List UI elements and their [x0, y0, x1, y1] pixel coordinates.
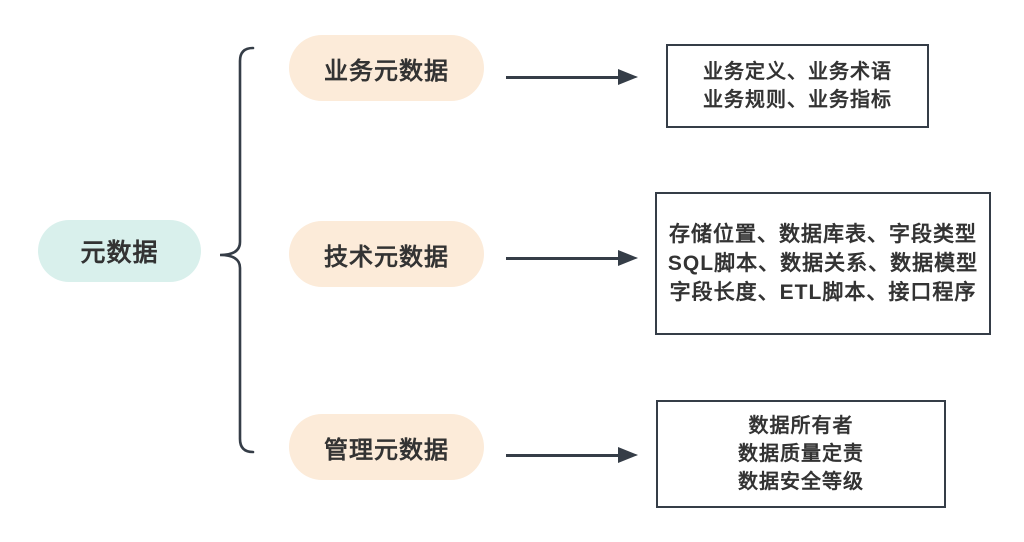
detail-line: 业务规则、业务指标 [703, 89, 892, 111]
detail-line: SQL脚本、数据关系、数据模型 [667, 252, 979, 275]
detail-line: 存储位置、数据库表、字段类型 [669, 223, 977, 246]
root-node-label: 元数据 [80, 239, 159, 267]
detail-line: 数据安全等级 [738, 471, 864, 493]
arrow-head [618, 447, 638, 463]
arrow-line [506, 453, 618, 457]
right-arrow-icon [506, 447, 638, 463]
arrow-head [618, 250, 638, 266]
arrow-line [506, 256, 618, 260]
branch-pill-business-metadata: 业务元数据 [289, 35, 484, 101]
branch-pill-management-metadata: 管理元数据 [289, 414, 484, 480]
arrow-line [506, 75, 618, 79]
detail-line: 数据所有者 [748, 415, 854, 437]
right-arrow-icon [506, 69, 638, 85]
detail-box-technical-metadata: 存储位置、数据库表、字段类型 SQL脚本、数据关系、数据模型 字段长度、ETL脚… [655, 192, 991, 335]
detail-line: 业务定义、业务术语 [703, 61, 892, 83]
arrow-head [618, 69, 638, 85]
right-arrow-icon [506, 250, 638, 266]
detail-box-management-metadata: 数据所有者 数据质量定责 数据安全等级 [656, 400, 946, 508]
curly-brace [219, 46, 255, 454]
branch-pill-label: 业务元数据 [324, 57, 449, 85]
branch-pill-label: 管理元数据 [324, 436, 449, 464]
detail-line: 数据质量定责 [738, 443, 864, 465]
root-node-metadata: 元数据 [38, 220, 201, 282]
branch-pill-label: 技术元数据 [324, 243, 449, 271]
detail-line: 字段长度、ETL脚本、接口程序 [669, 281, 977, 304]
branch-pill-technical-metadata: 技术元数据 [289, 221, 484, 287]
detail-box-business-metadata: 业务定义、业务术语 业务规则、业务指标 [666, 44, 929, 128]
